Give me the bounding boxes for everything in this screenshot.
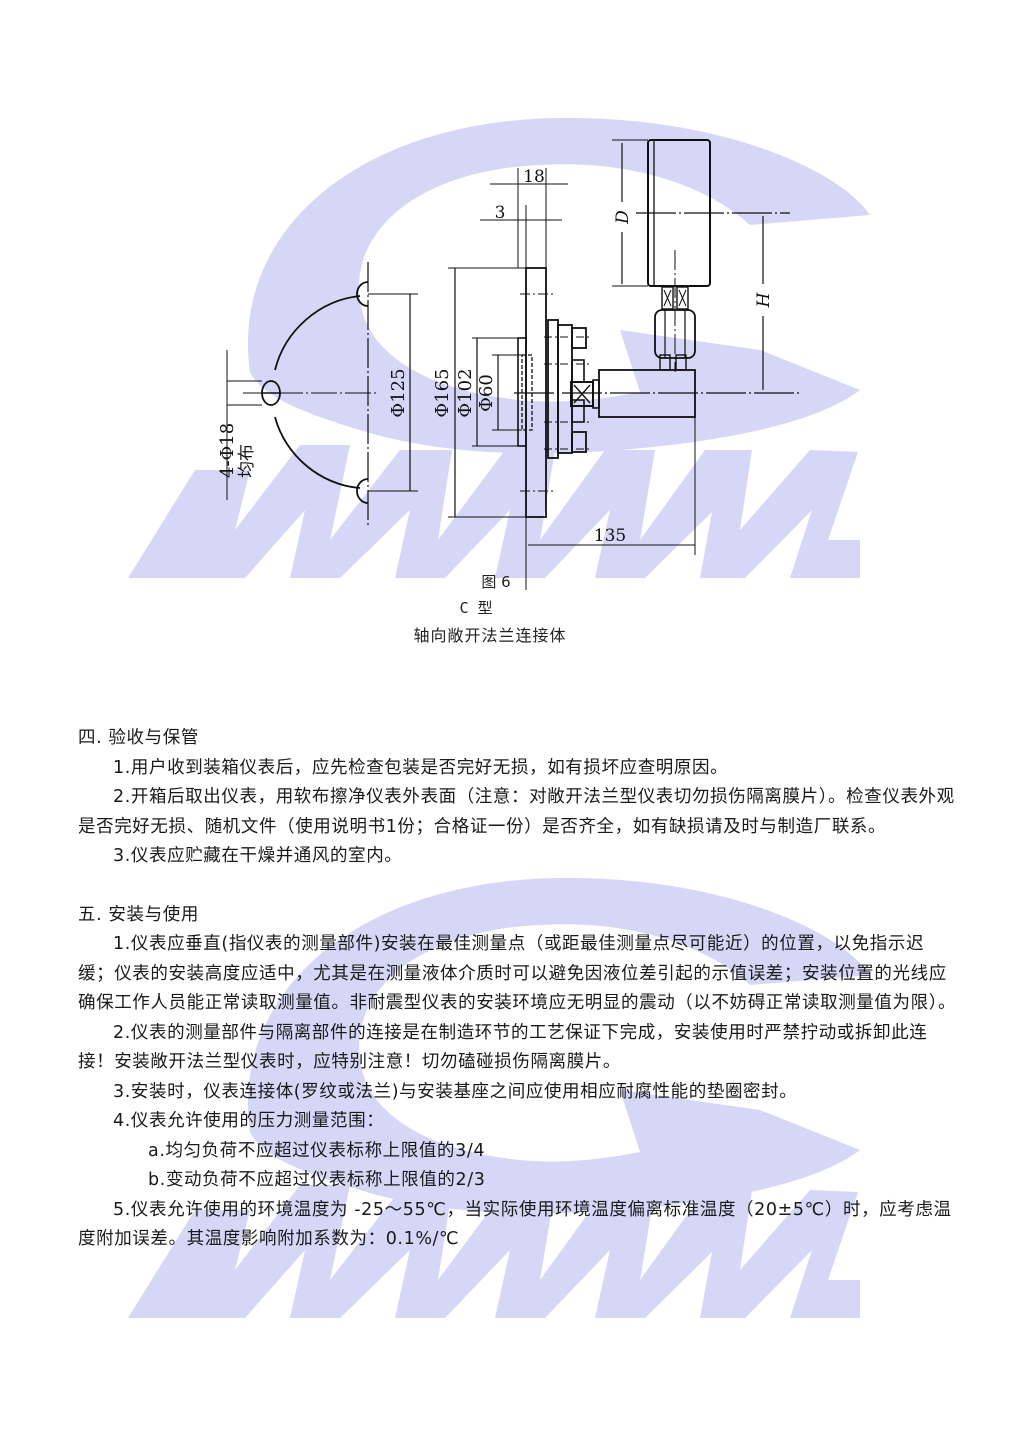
list-item: 2.仪表的测量部件与隔离部件的连接是在制造环节的工艺保证下完成，安装使用时严禁拧… [78, 1022, 928, 1073]
dim-phi165: Φ165 [432, 368, 453, 417]
section-title: 五. 安装与使用 [78, 904, 199, 925]
dim-18: 18 [523, 167, 545, 187]
section-installation-use: 五. 安装与使用 1.仪表应垂直(指仪表的测量部件)安装在最佳测量点（或距最佳测… [78, 901, 958, 1255]
list-item: 3.安装时，仪表连接体(罗纹或法兰)与安装基座之间应使用相应耐腐性能的垫圈密封。 [113, 1081, 798, 1102]
section-acceptance-storage: 四. 验收与保管 1.用户收到装箱仪表后，应先检查包装是否完好无损，如有损坏应查… [78, 724, 958, 872]
mating-flange [547, 319, 559, 459]
list-item: 5.仪表允许使用的环境温度为 -25～55℃，当实际使用环境温度偏离标准温度（2… [78, 1199, 952, 1250]
dim-phi125: Φ125 [388, 368, 409, 417]
dim-3: 3 [495, 203, 506, 223]
list-item: 2.开箱后取出仪表，用软布擦净仪表外表面（注意：对敞开法兰型仪表切勿损伤隔离膜片… [78, 787, 955, 837]
section-spacer [78, 872, 958, 901]
dim-H: H [754, 291, 774, 308]
list-item: 1.用户收到装箱仪表后，应先检查包装是否完好无损，如有损坏应查明原因。 [113, 757, 729, 778]
bolt-circle-arc-bottom [274, 416, 361, 489]
dim-D: D [613, 210, 633, 225]
figure-name: 轴向敞开法兰连接体 [413, 626, 567, 645]
dim-holes-note: 均布 [237, 444, 257, 478]
dim-phi60: Φ60 [476, 374, 497, 412]
list-item: 1.仪表应垂直(指仪表的测量部件)安装在最佳测量点（或距最佳测量点尽可能近）的位… [78, 934, 957, 1013]
dim-135: 135 [594, 526, 626, 546]
document-body: 四. 验收与保管 1.用户收到装箱仪表后，应先检查包装是否完好无损，如有损坏应查… [78, 724, 958, 1255]
dim-holes-count: 4-Φ18 [217, 423, 238, 478]
sub-list-item: b.变动负荷不应超过仪表标称上限值的2/3 [148, 1170, 486, 1190]
bolt-hole-top [356, 281, 369, 307]
section-title: 四. 验收与保管 [78, 728, 199, 748]
sub-list-item: a.均匀负荷不应超过仪表标称上限值的3/4 [148, 1140, 486, 1161]
flange-connection-drawing: 4-Φ18 均布 Φ125 [217, 139, 800, 590]
bolt-circle-arc-top [274, 295, 361, 371]
figure-type: C 型 [459, 599, 493, 617]
figure-number: 图 6 [481, 573, 511, 591]
dim-phi102: Φ102 [455, 368, 476, 417]
list-item: 3.仪表应贮藏在干燥并通风的室内。 [113, 846, 403, 866]
bolt-hole-bottom [356, 478, 369, 504]
list-item: 4.仪表允许使用的压力测量范围： [113, 1111, 385, 1131]
